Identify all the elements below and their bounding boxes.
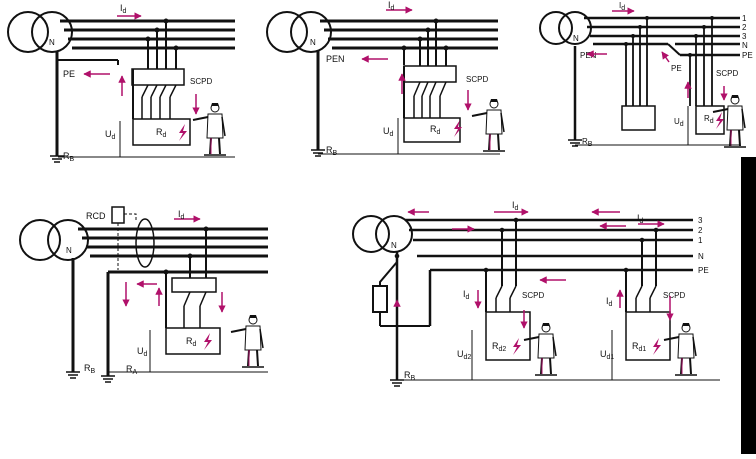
neutral-label: N — [573, 34, 579, 43]
pe-label: PE — [671, 64, 682, 73]
rcd-sensor — [135, 218, 155, 268]
pen-label: PEN — [326, 54, 345, 64]
scpd-label: SCPD — [522, 291, 544, 300]
fault-current-arrow — [661, 51, 670, 63]
transformer-4 — [19, 219, 89, 261]
busbars-1 — [60, 19, 235, 50]
line-labels-5: 3 2 1 N PE — [698, 216, 709, 275]
panel-4: N RCD Rd Ud RB — [19, 206, 268, 383]
line-label: N — [698, 252, 704, 261]
pen-label: PEN — [580, 51, 597, 60]
busbars-5 — [405, 218, 693, 272]
line-label: 1 — [742, 14, 747, 23]
earth-label: RB — [63, 151, 75, 163]
neutral-label: N — [49, 38, 55, 47]
line-label: 3 — [742, 32, 747, 41]
voltage-label: Ud — [105, 129, 116, 141]
busbars-3 — [584, 16, 740, 57]
load-enclosure-2 — [403, 117, 461, 143]
line-label: N — [742, 41, 748, 50]
resistance-label: Rd — [156, 127, 167, 139]
line-label: PE — [742, 51, 753, 60]
load-enclosure-right — [625, 311, 671, 361]
voltage-label: Ud1 — [600, 349, 614, 361]
scpd-label: SCPD — [190, 77, 212, 86]
panel-5: N SCPD SCPD Rd2 Rd — [352, 200, 720, 387]
line-label: 1 — [698, 236, 703, 245]
transformer-5 — [352, 215, 413, 253]
fault-current-label: Id — [637, 213, 644, 225]
transformer-2 — [266, 11, 332, 53]
fault-current-label: Id — [619, 1, 625, 12]
fault-current-label: Id — [120, 3, 127, 15]
earth-label: RB — [404, 370, 416, 382]
breakers-1 — [141, 84, 177, 119]
voltage-label: Ud2 — [457, 349, 471, 361]
load-enclosure-left — [485, 311, 531, 361]
busbars-2 — [320, 19, 498, 50]
side-bar — [741, 157, 756, 454]
device-bracket-2 — [403, 65, 457, 83]
panel-1: N SCPD Rd Ud — [7, 3, 235, 163]
panel-2: N SCPD Rd Ud RB PEN — [266, 0, 506, 157]
device-bracket-1 — [131, 68, 185, 86]
earth-label: RB — [582, 137, 593, 148]
line-label: 3 — [698, 216, 703, 225]
rcd-label: RCD — [86, 211, 106, 221]
drops-1 — [132, 21, 177, 119]
person-icon — [230, 314, 265, 368]
line-label: 2 — [742, 23, 747, 32]
earth-label: RB — [326, 145, 338, 157]
line-label: PE — [698, 266, 709, 275]
transformer-1 — [7, 11, 73, 53]
scpd-label: SCPD — [663, 291, 685, 300]
busbars-4 — [78, 227, 268, 258]
load-enclosure-4 — [165, 327, 221, 355]
resistance-label: Rd1 — [632, 341, 646, 353]
resistance-label: Rd — [186, 336, 197, 348]
ground-icon — [65, 371, 81, 379]
earth-label: RA — [126, 364, 138, 376]
neutral-label: N — [391, 241, 397, 250]
fault-current-label: Id — [512, 200, 519, 212]
panel-3: N Rd Ud RB PEN PE SCPD — [539, 1, 753, 148]
person-icon — [192, 102, 227, 156]
voltage-label: Ud — [137, 346, 148, 358]
resistance-label: Rd — [430, 124, 441, 136]
fault-current-label: Id — [463, 289, 470, 301]
line-labels-3: 1 2 3 N PE — [742, 14, 753, 60]
ground-icon — [100, 375, 116, 383]
person-icon — [471, 98, 506, 152]
ground-icon — [389, 379, 405, 387]
neutral-label: N — [310, 38, 316, 47]
impedance-icon — [372, 285, 388, 313]
rcd-relay-box — [111, 206, 125, 224]
earth-label: RB — [84, 363, 96, 375]
resistance-label: Rd — [704, 114, 714, 125]
scpd-label: SCPD — [716, 69, 738, 78]
neutral-label: N — [66, 246, 72, 255]
fault-current-label: Id — [178, 209, 185, 221]
voltage-label: Ud — [383, 126, 394, 138]
resistance-label: Rd2 — [492, 341, 506, 353]
pe-label: PE — [63, 69, 75, 79]
line-label: 2 — [698, 226, 703, 235]
ground-icon — [310, 149, 326, 157]
voltage-label: Ud — [674, 117, 684, 128]
scpd-label: SCPD — [466, 75, 488, 84]
transformer-3 — [539, 11, 592, 45]
equipment-box — [621, 105, 656, 131]
fault-current-label: Id — [388, 0, 395, 12]
fault-current-label: Id — [606, 296, 613, 308]
